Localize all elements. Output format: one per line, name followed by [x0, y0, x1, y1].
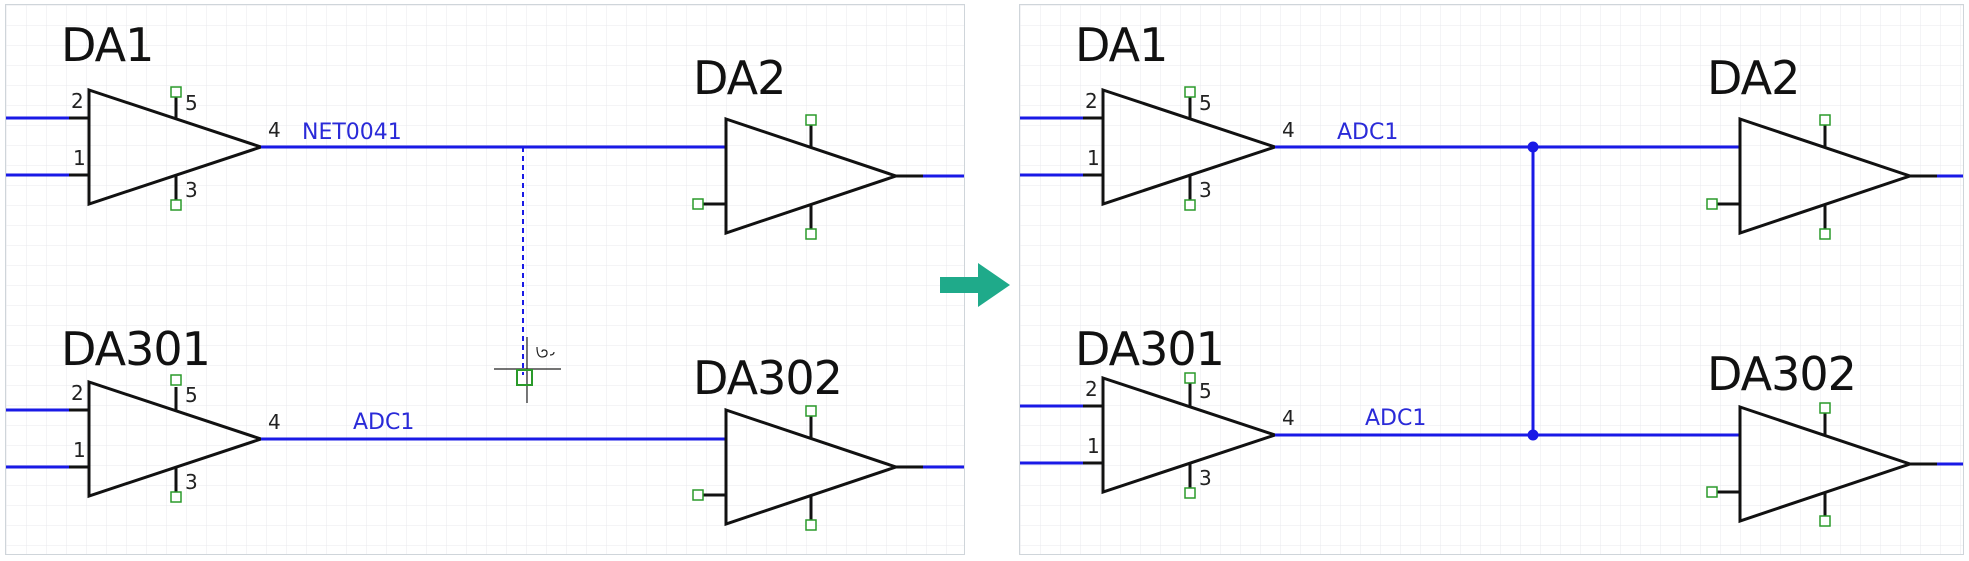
- pin-number-4: 4: [1282, 118, 1295, 142]
- ref-label-da301: DA301: [61, 322, 210, 376]
- pin-marker[interactable]: [1819, 114, 1831, 126]
- junction-dot-top[interactable]: [1527, 141, 1539, 153]
- right-arrow-icon: [940, 263, 1010, 307]
- pin-number-2: 2: [71, 89, 84, 113]
- opamp-triangle: [1101, 375, 1280, 495]
- pin-marker-3[interactable]: [170, 199, 182, 211]
- net-label-bottom: ADC1: [353, 410, 414, 435]
- pin-marker-5[interactable]: [1184, 372, 1196, 384]
- pin-number-1: 1: [1087, 146, 1100, 170]
- pin-marker[interactable]: [1706, 198, 1718, 210]
- pin-number-3: 3: [185, 178, 198, 202]
- pin-number-2: 2: [1085, 89, 1098, 113]
- schematic-before-panel: DA1 2 1 5 3 4 NET0041 DA2: [5, 4, 965, 555]
- pin-number-5: 5: [1199, 91, 1212, 115]
- pin-number-3: 3: [1199, 466, 1212, 490]
- pin-number-4: 4: [1282, 406, 1295, 430]
- grid-background: [6, 5, 964, 554]
- crosshair-cursor-icon: [494, 337, 561, 403]
- component-da302[interactable]: DA302: [1706, 347, 1963, 527]
- pin-marker-3[interactable]: [1184, 487, 1196, 499]
- pin-marker[interactable]: [1706, 486, 1718, 498]
- schematic-after-panel: DA1 2 1 5 3 4 ADC1 DA2: [1019, 4, 1964, 555]
- ref-label-da1: DA1: [1075, 18, 1167, 72]
- pin-number-4: 4: [268, 118, 281, 142]
- net-label-bottom: ADC1: [1365, 406, 1426, 431]
- pin-marker-5[interactable]: [170, 86, 182, 98]
- net-label-top: ADC1: [1337, 120, 1398, 145]
- schematic-before-canvas[interactable]: DA1 2 1 5 3 4 NET0041 DA2: [6, 5, 964, 554]
- pin-number-1: 1: [73, 146, 86, 170]
- ref-label-da2: DA2: [693, 51, 785, 105]
- net-label-top: NET0041: [302, 120, 402, 145]
- component-da2[interactable]: DA2: [692, 51, 964, 240]
- pin-number-2: 2: [71, 381, 84, 405]
- pin-marker[interactable]: [1819, 228, 1831, 240]
- component-da301[interactable]: DA301 2 1 5 3 4: [1020, 322, 1295, 499]
- pin-marker-3[interactable]: [170, 491, 182, 503]
- pin-marker[interactable]: [805, 114, 817, 126]
- pin-marker-5[interactable]: [1184, 86, 1196, 98]
- pin-marker-5[interactable]: [170, 374, 182, 386]
- pin-marker[interactable]: [805, 405, 817, 417]
- pin-number-5: 5: [1199, 379, 1212, 403]
- pin-number-4: 4: [268, 410, 281, 434]
- opamp-triangle: [87, 87, 266, 207]
- schematic-after-canvas[interactable]: DA1 2 1 5 3 4 ADC1 DA2: [1020, 5, 1963, 554]
- pin-number-1: 1: [1087, 434, 1100, 458]
- opamp-triangle: [1101, 87, 1280, 207]
- opamp-triangle: [87, 379, 266, 499]
- pin-number-1: 1: [73, 438, 86, 462]
- pin-number-2: 2: [1085, 377, 1098, 401]
- pin-marker[interactable]: [805, 519, 817, 531]
- component-da2[interactable]: DA2: [1706, 51, 1963, 240]
- ref-label-da301: DA301: [1075, 322, 1224, 376]
- pin-marker[interactable]: [1819, 402, 1831, 414]
- pin-number-3: 3: [1199, 178, 1212, 202]
- component-da1[interactable]: DA1 2 1 5 3 4: [6, 18, 281, 211]
- component-da301[interactable]: DA301 2 1 5 3 4: [6, 322, 281, 503]
- ref-label-da1: DA1: [61, 18, 153, 72]
- ref-label-da2: DA2: [1707, 51, 1799, 105]
- component-da1[interactable]: DA1 2 1 5 3 4: [1020, 18, 1295, 211]
- pin-marker[interactable]: [805, 228, 817, 240]
- pin-number-5: 5: [185, 383, 198, 407]
- pin-marker[interactable]: [1819, 515, 1831, 527]
- grid-background: [1020, 5, 1963, 554]
- ref-label-da302: DA302: [1707, 347, 1856, 401]
- component-da302[interactable]: DA302: [692, 351, 964, 531]
- pin-marker[interactable]: [692, 489, 704, 501]
- pin-marker[interactable]: [692, 198, 704, 210]
- pin-number-3: 3: [185, 470, 198, 494]
- ref-label-da302: DA302: [693, 351, 842, 405]
- pin-marker-3[interactable]: [1184, 199, 1196, 211]
- pin-number-5: 5: [185, 91, 198, 115]
